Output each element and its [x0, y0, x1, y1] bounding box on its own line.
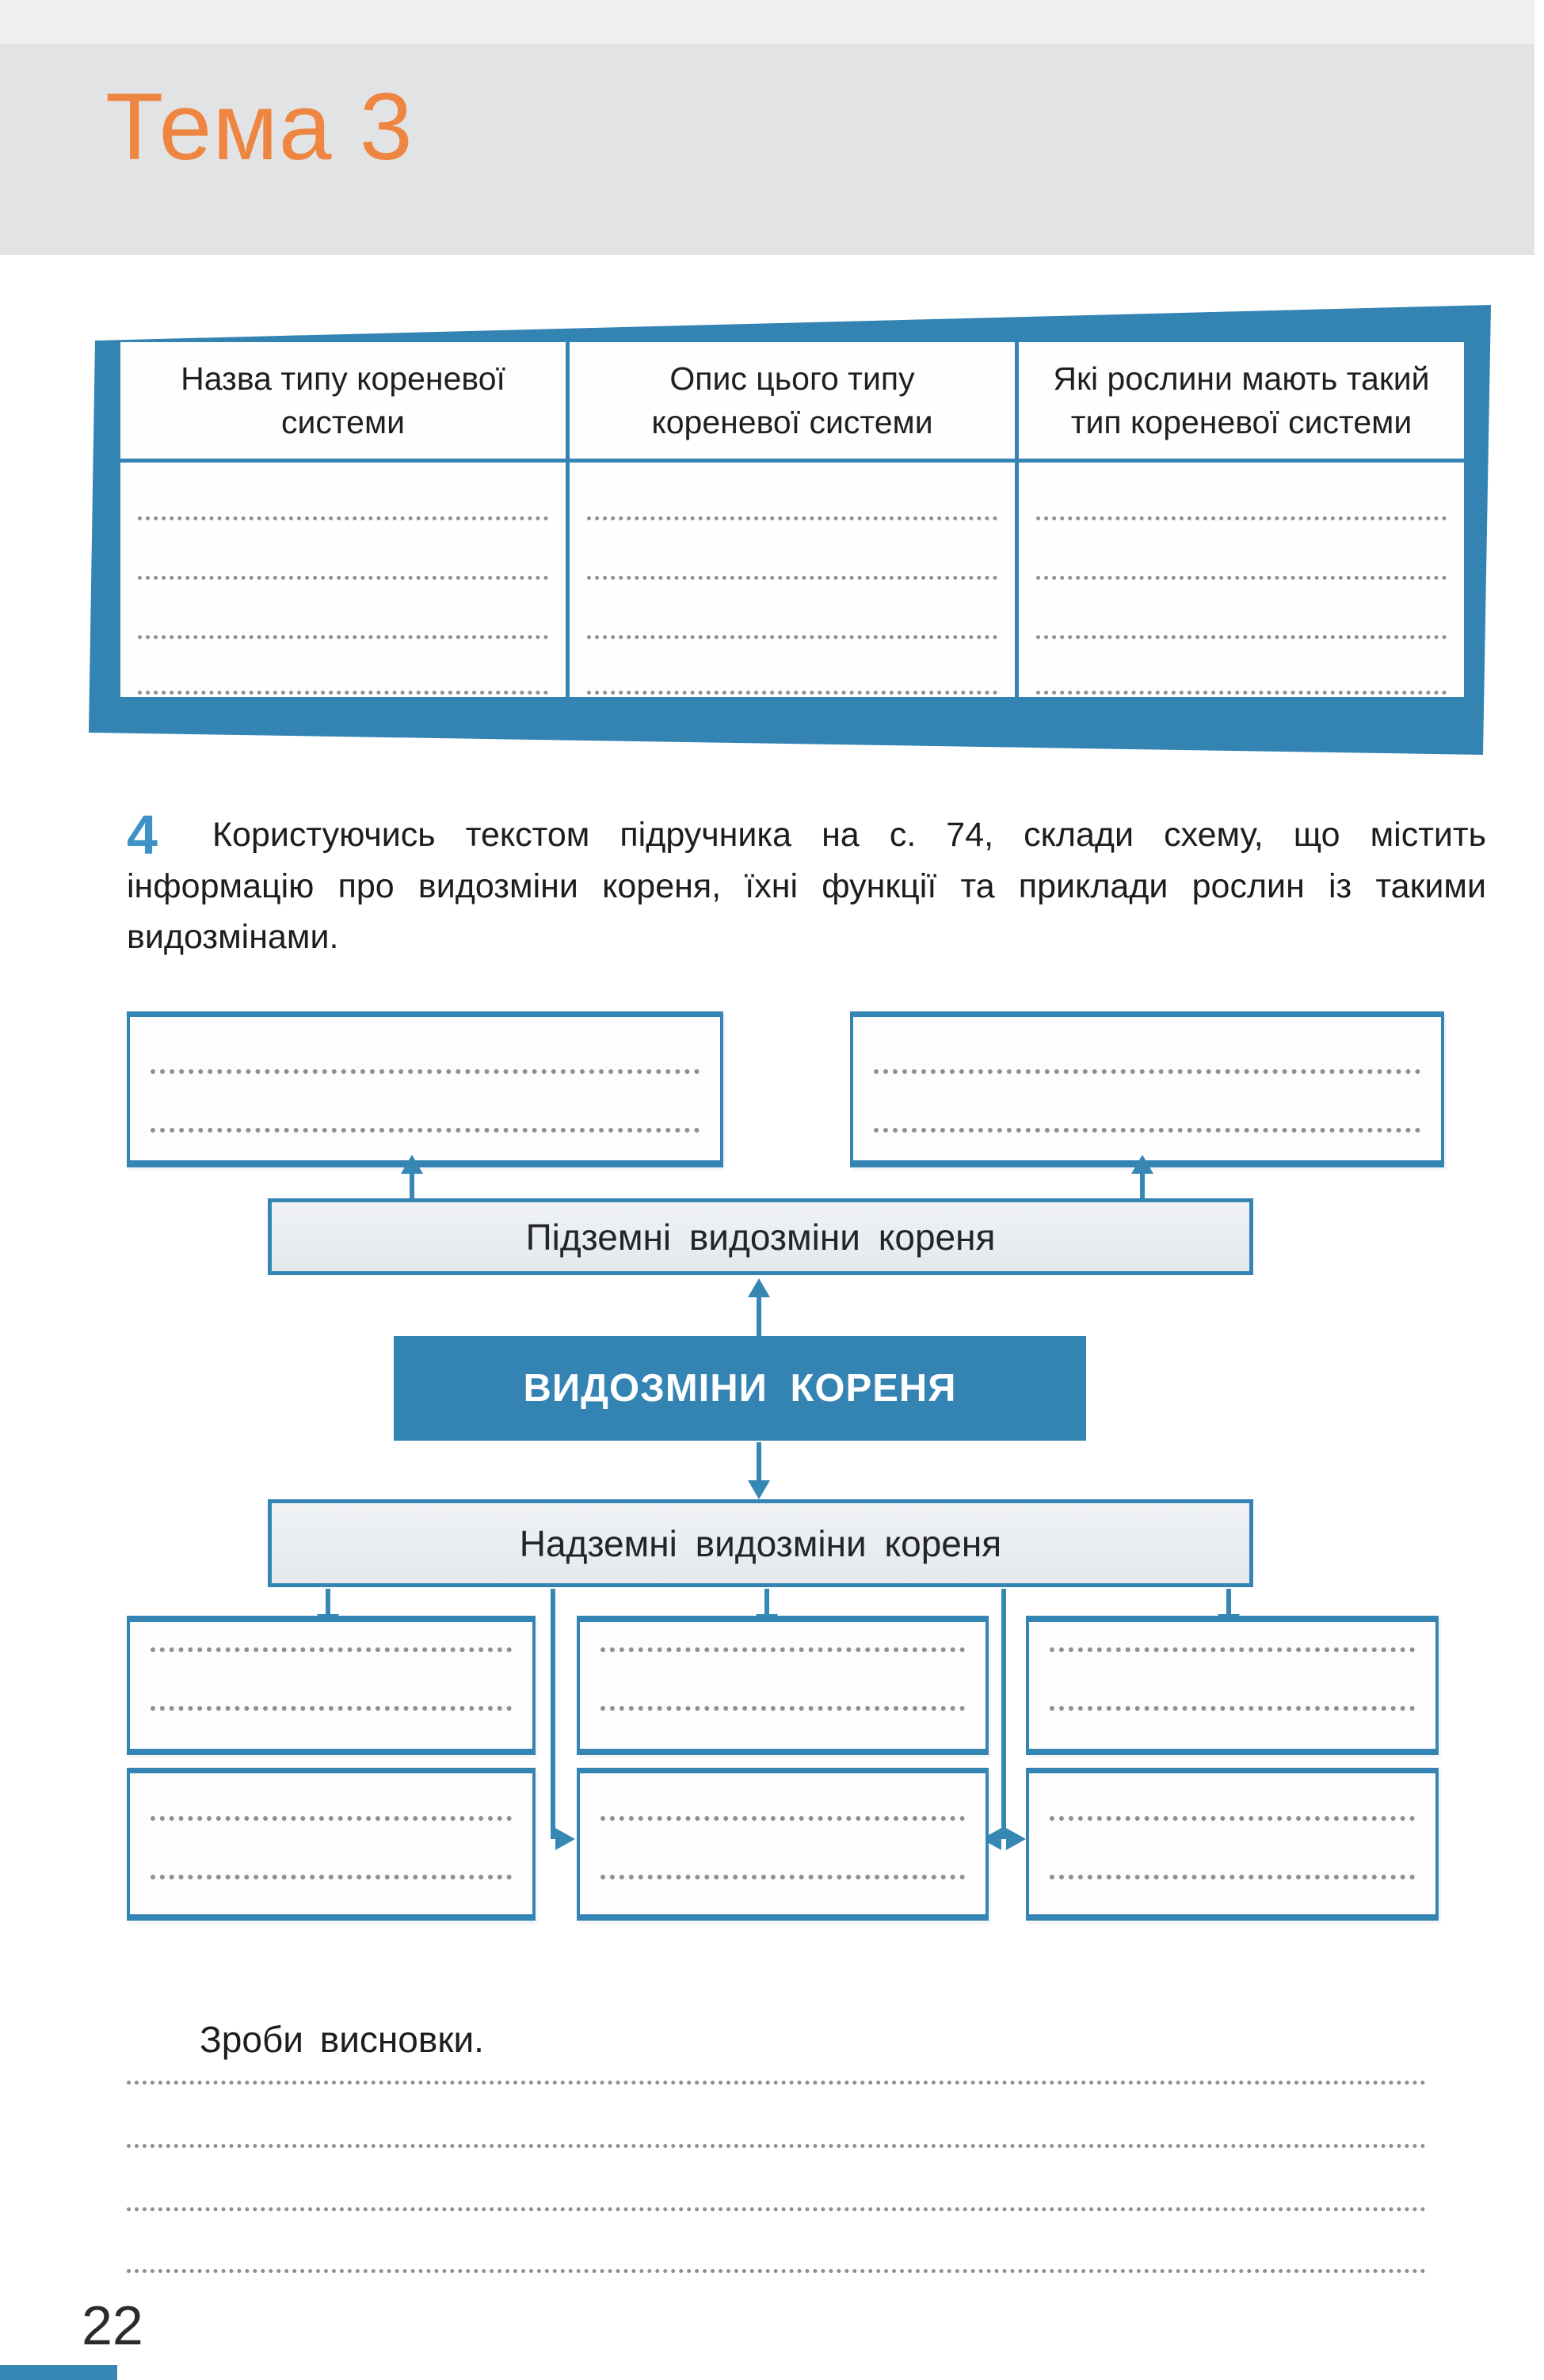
write-in-line [587, 516, 997, 520]
arrow-right-icon [555, 1828, 575, 1850]
conclusions-write-line [127, 2207, 1426, 2211]
write-in-line [138, 516, 548, 520]
write-in-line [1050, 1647, 1415, 1652]
aboveground-slot-5 [577, 1768, 989, 1921]
write-in-line [1036, 576, 1447, 580]
column-header: Опис цього типу кореневої системи [570, 342, 1015, 463]
conclusions-write-line [127, 2144, 1426, 2148]
write-in-line [600, 1706, 965, 1711]
top-strip [0, 0, 1534, 44]
write-in-line [151, 1875, 512, 1879]
conclusions-write-line [127, 2081, 1426, 2085]
write-in-line [151, 1816, 512, 1821]
arrow-right-icon [1006, 1828, 1026, 1850]
table-column-name: Назва типу кореневої системи [120, 342, 566, 697]
write-in-line [151, 1647, 512, 1652]
write-in-line [1036, 635, 1447, 639]
aboveground-slot-6 [1026, 1768, 1439, 1921]
column-body [120, 463, 566, 697]
aboveground-bar: Надземні видозміни кореня [268, 1499, 1253, 1587]
table-column-plants: Які рослини мають такий тип кореневої си… [1015, 342, 1464, 697]
write-in-line [138, 576, 548, 580]
underground-slot-1 [127, 1011, 723, 1167]
write-in-line [138, 635, 548, 639]
conclusions-write-line [127, 2269, 1426, 2273]
write-in-line [1050, 1875, 1415, 1879]
write-in-line [151, 1069, 700, 1074]
arrow-up-icon [1131, 1155, 1153, 1174]
underground-slot-2 [850, 1011, 1444, 1167]
task-number: 4 [127, 804, 158, 866]
write-in-line [138, 691, 548, 695]
page-number: 22 [82, 2294, 143, 2356]
arrow-up-icon [748, 1278, 770, 1297]
write-in-line [600, 1816, 965, 1821]
column-header: Назва типу кореневої системи [120, 342, 566, 463]
aboveground-slot-1 [127, 1616, 536, 1755]
write-in-line [587, 691, 997, 695]
task-4-section: 4 Користуючись текстом підручника на с. … [127, 804, 1486, 963]
write-in-line [587, 635, 997, 639]
column-body [1019, 463, 1464, 697]
write-in-line [600, 1875, 965, 1879]
column-header: Які рослини мають такий тип кореневої си… [1019, 342, 1464, 463]
aboveground-slot-4 [127, 1768, 536, 1921]
write-in-line [1036, 516, 1447, 520]
theme-title: Тема 3 [105, 74, 414, 180]
arrow-down-icon [748, 1480, 770, 1499]
write-in-line [1050, 1816, 1415, 1821]
write-in-line [874, 1069, 1420, 1074]
write-in-line [587, 576, 997, 580]
write-in-line [1050, 1706, 1415, 1711]
arrow-up-icon [401, 1155, 423, 1174]
write-in-line [151, 1128, 700, 1133]
root-systems-table: Назва типу кореневої системи Опис цього … [120, 342, 1464, 697]
corner-accent-bar [0, 2365, 117, 2380]
aboveground-slot-3 [1026, 1616, 1439, 1755]
write-in-line [874, 1128, 1420, 1133]
underground-bar: Підземні видозміни кореня [268, 1198, 1253, 1275]
aboveground-slot-2 [577, 1616, 989, 1755]
write-in-line [1036, 691, 1447, 695]
table-column-description: Опис цього типу кореневої системи [566, 342, 1015, 697]
write-in-line [151, 1706, 512, 1711]
column-body [570, 463, 1015, 697]
conclusions-heading: Зроби висновки. [200, 2019, 484, 2060]
header-band [0, 44, 1534, 255]
write-in-line [600, 1647, 965, 1652]
task-text: Користуючись текстом підручника на с. 74… [127, 816, 1486, 956]
root-modifications-title-box: ВИДОЗМІНИ КОРЕНЯ [394, 1336, 1086, 1441]
